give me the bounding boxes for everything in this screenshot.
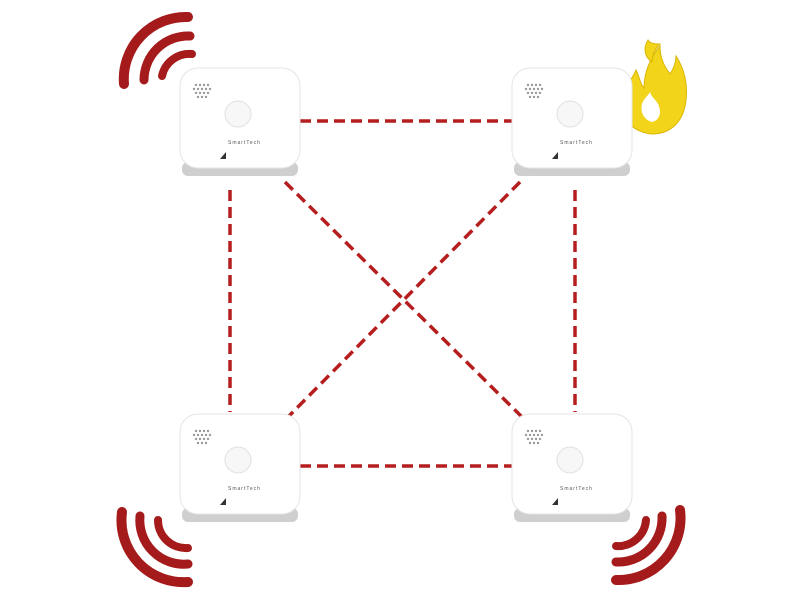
smoke-detector-bottom-right: SmartTech	[511, 408, 633, 528]
brand-label: SmartTech	[228, 140, 261, 146]
sound-wave-icon	[118, 11, 196, 89]
test-button	[556, 100, 584, 128]
brand-label: SmartTech	[560, 140, 593, 146]
wave-bl-inner	[153, 516, 192, 553]
sound-wave-icon	[116, 507, 193, 588]
test-button	[224, 446, 252, 474]
brand-logo-icon	[552, 498, 558, 505]
brand-logo-icon	[220, 498, 226, 505]
smoke-detector-top-left: SmartTech	[179, 62, 301, 182]
link-diagonal-tr-bl	[286, 180, 522, 419]
speaker-grille-icon	[192, 83, 212, 99]
brand-logo-icon	[220, 152, 226, 159]
smoke-detector-bottom-left: SmartTech	[179, 408, 301, 528]
smoke-detector-icon	[179, 413, 301, 522]
wave-bl-middle	[135, 511, 193, 569]
sound-wave-icon	[611, 505, 686, 586]
test-button	[224, 100, 252, 128]
flame-inner	[641, 92, 660, 122]
wave-br-inner	[612, 516, 650, 551]
links-group	[228, 119, 577, 468]
wave-tl-middle	[139, 31, 195, 85]
wave-br-middle	[611, 511, 667, 567]
test-button	[556, 446, 584, 474]
smoke-detector-icon	[511, 67, 633, 176]
brand-label: SmartTech	[228, 486, 261, 492]
link-diagonal-tl-br	[283, 180, 524, 419]
brand-label: SmartTech	[560, 486, 593, 492]
wave-bl-outer	[116, 507, 193, 588]
smoke-detector-top-right: SmartTech	[511, 62, 633, 182]
brand-logo-icon	[552, 152, 558, 159]
wave-br-outer	[611, 505, 686, 586]
wave-tl-outer	[118, 11, 193, 89]
speaker-grille-icon	[524, 83, 544, 99]
speaker-grille-icon	[192, 429, 212, 445]
smoke-detector-icon	[179, 67, 301, 176]
wave-tl-inner	[158, 49, 196, 80]
speaker-grille-icon	[524, 429, 544, 445]
flame-tongue-top	[644, 38, 662, 63]
smoke-detector-icon	[511, 413, 633, 522]
